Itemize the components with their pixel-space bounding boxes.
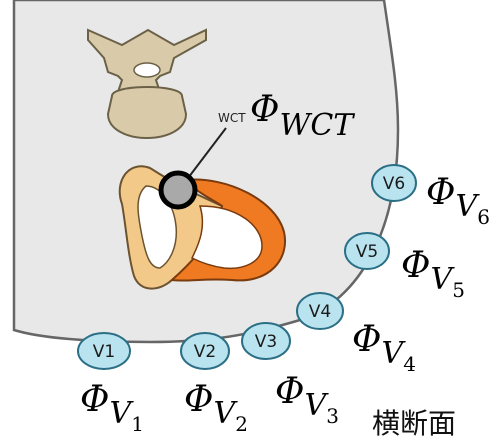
electrode-v5-label: V5 [356, 242, 378, 262]
electrode-v2-label: V2 [194, 342, 216, 362]
phi-v4-label: ΦV4 [352, 322, 416, 358]
electrode-v1-label: V1 [93, 342, 115, 362]
phi-wct-label: ΦWCT [250, 92, 353, 128]
phi-v1-label: ΦV1 [80, 382, 144, 418]
wct-point-icon [161, 173, 195, 207]
torso-outline [14, 0, 398, 342]
phi-v3-label: ΦV3 [275, 374, 339, 410]
electrode-v3-label: V3 [255, 332, 277, 352]
phi-v6-label: ΦV6 [426, 175, 490, 211]
electrode-v4: V4 [297, 293, 343, 329]
electrode-v4-label: V4 [309, 302, 331, 322]
phi-v5-label: ΦV5 [401, 248, 465, 284]
electrode-v3: V3 [242, 323, 290, 359]
electrode-v5: V5 [345, 233, 389, 269]
electrode-v6: V6 [372, 165, 416, 201]
phi-v2-label: ΦV2 [184, 382, 248, 418]
cross-section-label: 横断面 [372, 402, 456, 442]
electrode-v6-label: V6 [383, 174, 405, 194]
electrode-v2: V2 [181, 333, 229, 369]
electrode-v1: V1 [78, 333, 130, 369]
wct-label: WCT [218, 111, 246, 125]
